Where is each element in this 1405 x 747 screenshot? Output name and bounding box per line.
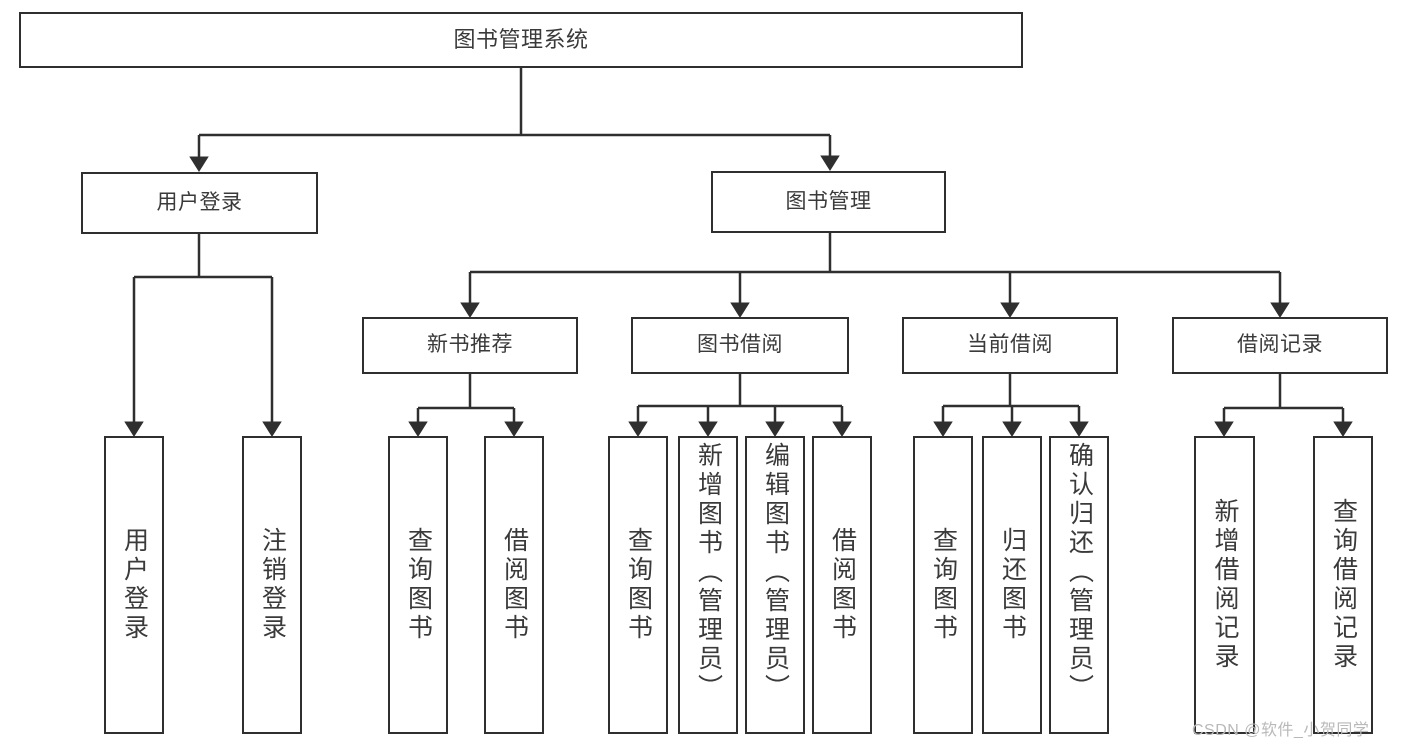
- csdn-watermark: CSDN @软件_小贺同学: [1192, 722, 1370, 739]
- leaf-add-book-admin[interactable]: 新增图书（管理员）: [678, 436, 738, 734]
- leaf-query-book-current[interactable]: 查询图书: [913, 436, 973, 734]
- leaf-lend-book[interactable]: 借阅图书: [812, 436, 872, 734]
- leaf-query-book-recommend[interactable]: 查询图书: [388, 436, 448, 734]
- leaf-query-borrow-record[interactable]: 查询借阅记录: [1313, 436, 1373, 734]
- node-borrow-record[interactable]: 借阅记录: [1172, 317, 1388, 374]
- node-label: 借阅记录: [1237, 333, 1323, 357]
- node-label: 图书借阅: [697, 333, 783, 357]
- node-current-borrow[interactable]: 当前借阅: [902, 317, 1118, 374]
- node-label: 注销登录: [258, 527, 287, 643]
- leaf-confirm-return-admin[interactable]: 确认归还（管理员）: [1049, 436, 1109, 734]
- node-label: 新书推荐: [427, 333, 513, 357]
- node-user-login[interactable]: 用户登录: [81, 172, 318, 234]
- node-label: 编辑图书（管理员）: [761, 442, 790, 703]
- node-label: 查询图书: [929, 527, 958, 643]
- leaf-borrow-book-recommend[interactable]: 借阅图书: [484, 436, 544, 734]
- node-label: 查询图书: [624, 527, 653, 643]
- node-label: 查询图书: [404, 527, 433, 643]
- node-label: 归还图书: [998, 527, 1027, 643]
- node-new-book-recommend[interactable]: 新书推荐: [362, 317, 578, 374]
- node-label: 用户登录: [120, 527, 149, 643]
- node-label: 图书管理系统: [453, 27, 589, 53]
- node-label: 借阅图书: [500, 527, 529, 643]
- leaf-add-borrow-record[interactable]: 新增借阅记录: [1194, 436, 1255, 734]
- node-label: 新增图书（管理员）: [694, 442, 723, 703]
- leaf-edit-book-admin[interactable]: 编辑图书（管理员）: [745, 436, 805, 734]
- node-label: 当前借阅: [967, 333, 1053, 357]
- node-label: 新增借阅记录: [1211, 498, 1239, 672]
- leaf-return-book[interactable]: 归还图书: [982, 436, 1042, 734]
- leaf-query-book-borrow[interactable]: 查询图书: [608, 436, 668, 734]
- node-book-borrow[interactable]: 图书借阅: [631, 317, 849, 374]
- node-label: 用户登录: [156, 190, 243, 214]
- leaf-logout[interactable]: 注销登录: [242, 436, 302, 734]
- node-root-system[interactable]: 图书管理系统: [19, 12, 1023, 68]
- node-book-management[interactable]: 图书管理: [711, 171, 946, 233]
- node-label: 确认归还（管理员）: [1065, 442, 1094, 703]
- node-label: 图书管理: [785, 189, 872, 213]
- node-label: 借阅图书: [828, 527, 857, 643]
- leaf-user-login[interactable]: 用户登录: [104, 436, 164, 734]
- node-label: 查询借阅记录: [1329, 498, 1358, 672]
